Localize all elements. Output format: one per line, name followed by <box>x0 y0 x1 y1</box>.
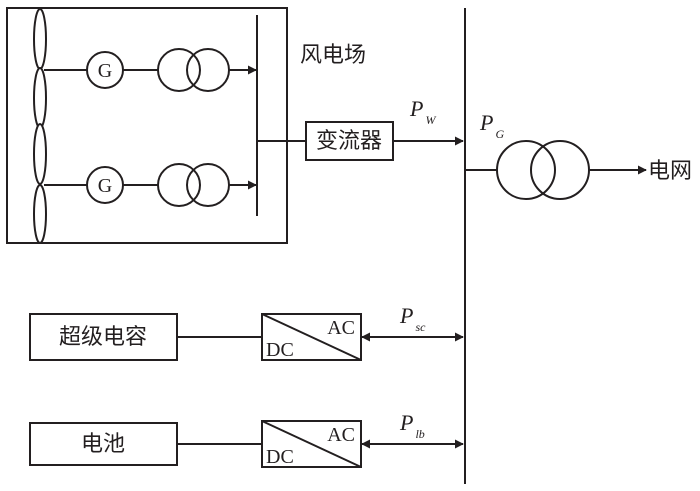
generator-label: G <box>98 175 112 197</box>
transformer-winding-icon <box>186 163 230 207</box>
converter-box <box>305 121 394 161</box>
wind-farm-label: 风电场 <box>300 42 366 67</box>
turbine-blade-icon <box>33 67 47 129</box>
dc-label: DC <box>266 446 294 468</box>
grid-transformer-winding-icon <box>530 140 590 200</box>
turbine-blade-icon <box>33 8 47 70</box>
wind-turbine-1: G <box>33 8 257 129</box>
converter-diagonal <box>261 313 362 361</box>
grid-label: 电网 <box>648 158 692 183</box>
wind-turbine-2: G <box>33 123 257 244</box>
wind-farm-boundary <box>6 7 288 244</box>
supercapacitor-label: 超级电容 <box>59 324 147 349</box>
battery-label: 电池 <box>81 431 125 456</box>
generator-label: G <box>98 60 112 82</box>
transformer-winding-icon <box>186 48 230 92</box>
dc-label: DC <box>266 339 294 361</box>
battery-box <box>29 422 178 466</box>
converter-diagonal <box>261 420 362 468</box>
supercapacitor-box <box>29 313 178 361</box>
turbine-blade-icon <box>33 123 47 185</box>
grid-transformer-winding-icon <box>496 140 556 200</box>
ac-label: AC <box>327 424 355 446</box>
ac-label: AC <box>327 317 355 339</box>
turbine-blade-icon <box>33 184 47 244</box>
converter-label: 变流器 <box>316 128 382 153</box>
